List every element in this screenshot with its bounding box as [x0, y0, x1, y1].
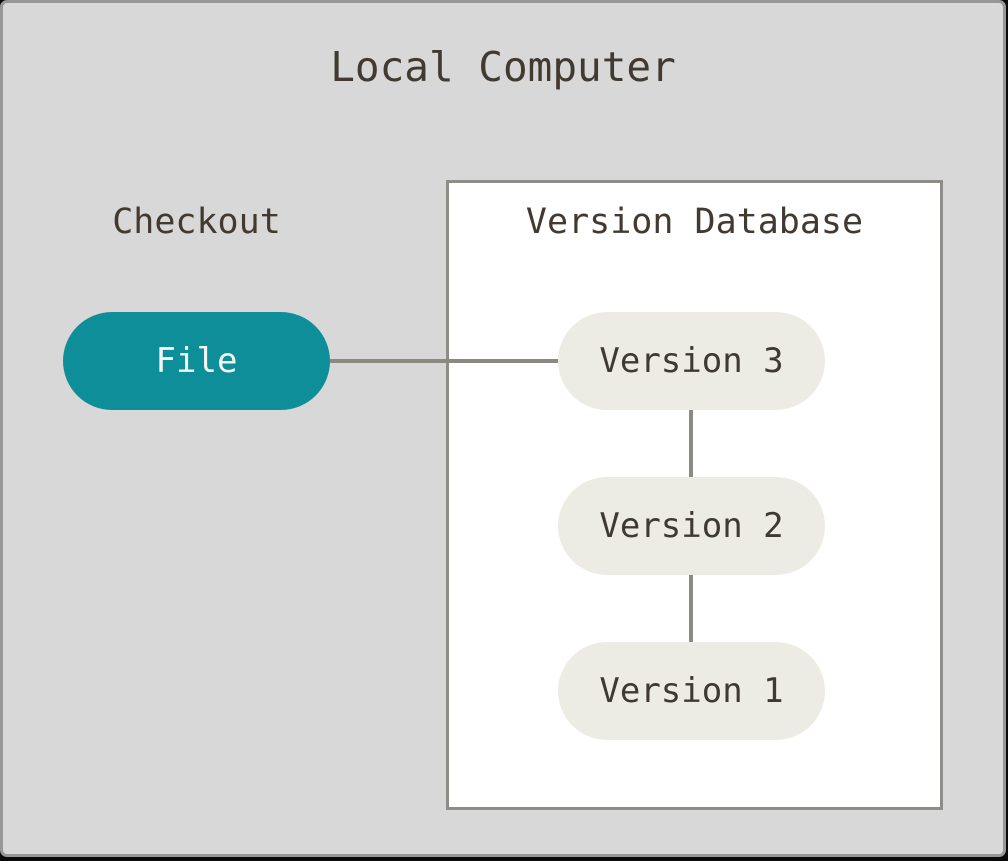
edge-version3-to-version2 — [689, 409, 693, 479]
checkout-label: Checkout — [112, 202, 281, 242]
version-node-2: Version 2 — [558, 477, 825, 575]
version-database-title: Version Database — [525, 202, 864, 242]
version-node-3: Version 3 — [558, 312, 825, 410]
edge-version2-to-version1 — [689, 574, 693, 644]
file-node: File — [63, 312, 330, 410]
edge-file-to-version3 — [330, 359, 558, 363]
version-node-1: Version 1 — [558, 642, 825, 740]
diagram-title: Local Computer — [330, 43, 676, 91]
